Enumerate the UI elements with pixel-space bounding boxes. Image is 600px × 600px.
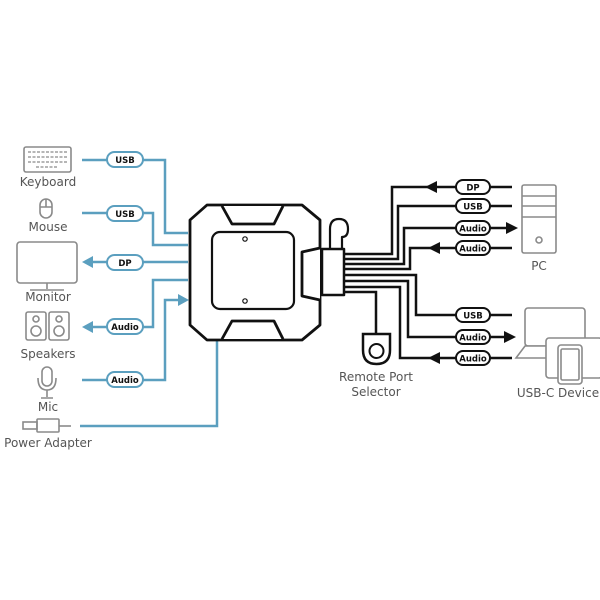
monitor-dp-pill: DP [106, 254, 144, 271]
usbc-audio-out-arrow [504, 331, 516, 343]
switch-side-connector [300, 246, 321, 302]
pc-tower-icon [521, 184, 557, 254]
phone-icon [557, 344, 583, 385]
pc-audio-in-pill: Audio [455, 240, 491, 256]
usbc-usb-pill: USB [455, 307, 491, 323]
svg-text:Audio: Audio [111, 376, 139, 386]
svg-text:Audio: Audio [459, 225, 487, 235]
usbc-device-label: USB-C Device [517, 386, 599, 400]
mic-icon [37, 366, 57, 399]
speakers-icon [25, 311, 70, 341]
switch-bottom-notch [220, 319, 285, 340]
pc-dp-arrow [425, 181, 437, 193]
computer-arrows [425, 181, 518, 364]
mic-label: Mic [38, 400, 58, 414]
screw-bottom [242, 298, 248, 304]
local-arrows [82, 256, 189, 333]
pc-dp-pill: DP [455, 179, 491, 195]
keyboard-label: Keyboard [20, 175, 76, 189]
usbc-audio-out-pill: Audio [455, 329, 491, 345]
svg-text:USB: USB [463, 312, 483, 322]
svg-text:Audio: Audio [459, 334, 487, 344]
svg-text:Audio: Audio [459, 245, 487, 255]
svg-text:Audio: Audio [459, 355, 487, 365]
remote-label-line2: Selector [351, 385, 400, 399]
local-device-icons [16, 146, 78, 433]
local-pills: USB USB DP Audio Audio [106, 151, 144, 388]
pc-audio-out-arrow [506, 222, 518, 234]
local-labels: Keyboard Mouse Monitor Speakers Mic Powe… [4, 175, 92, 450]
svg-text:DP: DP [118, 259, 131, 269]
usbc-audio-in-pill: Audio [455, 350, 491, 366]
power-adapter-icon [22, 418, 71, 433]
monitor-label: Monitor [25, 290, 71, 304]
svg-text:USB: USB [115, 156, 135, 166]
monitor-icon [16, 241, 78, 291]
pc-audio-in-arrow [428, 242, 440, 254]
screw-top [242, 236, 248, 242]
speakers-label: Speakers [20, 347, 75, 361]
switch-top-notch [220, 205, 285, 226]
computer-pills: DP USB Audio Audio USB Audio Audio [455, 179, 491, 366]
cable-hook [328, 217, 350, 249]
svg-text:Audio: Audio [111, 323, 139, 333]
power-adapter-label: Power Adapter [4, 436, 92, 450]
mic-audio-pill: Audio [106, 371, 144, 388]
keyboard-usb-pill: USB [106, 151, 144, 168]
speakers-audio-pill: Audio [106, 318, 144, 335]
speakers-arrow [82, 321, 93, 333]
remote-selector-cable [344, 290, 378, 334]
mic-cable [82, 298, 180, 382]
usbc-audio-in-arrow [428, 352, 440, 364]
computer-icons [514, 184, 600, 385]
svg-text:DP: DP [466, 184, 479, 194]
switch-top-panel [210, 230, 296, 311]
mic-arrow [178, 294, 189, 306]
pc-usb-pill: USB [455, 198, 491, 214]
svg-text:USB: USB [115, 210, 135, 220]
keyboard-cable [82, 158, 188, 235]
cable-clamp [320, 247, 346, 297]
mouse-icon [39, 198, 53, 219]
mouse-label: Mouse [29, 220, 68, 234]
remote-label-line1: Remote Port [339, 370, 413, 384]
mouse-usb-pill: USB [106, 205, 144, 222]
pc-label: PC [531, 259, 547, 273]
remote-port-selector-icon [361, 332, 392, 366]
svg-text:USB: USB [463, 203, 483, 213]
pc-dp-cable [344, 185, 512, 256]
keyboard-icon [23, 146, 72, 173]
monitor-arrow [82, 256, 93, 268]
kvm-switch [188, 203, 350, 342]
power-cable [80, 340, 219, 428]
pc-audio-out-pill: Audio [455, 220, 491, 236]
